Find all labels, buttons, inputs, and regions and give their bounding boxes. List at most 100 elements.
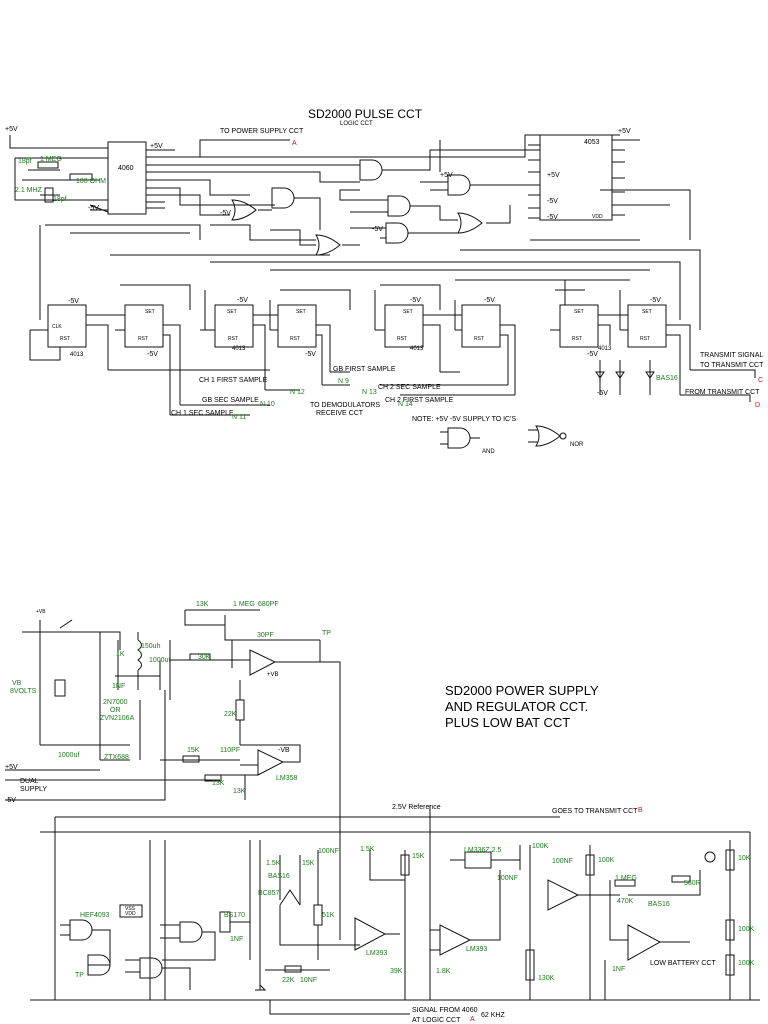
c1000uf-b-label: 1000uf	[58, 752, 80, 759]
r1meg-top: 1 MEG	[233, 601, 255, 608]
zener-label: ZTX688	[104, 754, 129, 761]
r22k-label: 22K	[224, 711, 237, 718]
dual-label: DUAL	[20, 778, 39, 785]
r13k-top: 13K	[196, 601, 209, 608]
ff8-rst: RST	[640, 336, 650, 342]
ff1-vminus: -5V	[68, 298, 79, 305]
power-circuit-wiring	[5, 610, 760, 1014]
plus5-supply: +5V	[5, 764, 18, 771]
v-minus5-4060: -5V	[88, 205, 99, 212]
r15k-label: 15K	[187, 747, 200, 754]
goes-to-transmit: GOES TO TRANSMIT CCT	[552, 808, 638, 815]
ff1-clk: CLK	[52, 324, 62, 330]
r1meg-label: 1 MEG	[40, 156, 62, 163]
r560r-label: 560R	[684, 880, 701, 887]
legend-and: AND	[482, 449, 495, 455]
lm336-label: LM336Z 2.5	[464, 847, 502, 854]
v-plus5-gate: +5V	[440, 172, 453, 179]
r10k-label: 10K	[738, 855, 751, 862]
lm358-label: LM358	[276, 775, 298, 782]
ff5-vminus: -5V	[410, 297, 421, 304]
ff5-rst: RST	[397, 336, 407, 342]
bc857-label: BC857	[258, 890, 280, 897]
n11-label: N 11	[232, 414, 247, 421]
receive-cct-label: RECEIVE CCT	[316, 410, 364, 417]
minus-vb-label: -VB	[278, 747, 290, 754]
label-a-bottom: A	[470, 1016, 475, 1023]
n13-label: N 13	[362, 389, 377, 396]
ic-4060-label: 4060	[118, 165, 134, 172]
ff5-4013: 4013	[410, 346, 424, 352]
v-plus5-4053-b: +5V	[547, 172, 560, 179]
pulse-circuit-wiring	[10, 135, 755, 448]
legend-nor: NOR	[570, 442, 584, 448]
c10nf-label: 10NF	[300, 977, 318, 984]
minus5-supply: -5V	[5, 797, 16, 804]
plus-vb-opamp: +VB	[267, 672, 279, 678]
r1k-label: 1K	[116, 651, 125, 658]
ch1-sec-sample: CH 1 SEC SAMPLE	[171, 410, 234, 417]
to-demod-label: TO DEMODULATORS	[310, 402, 381, 409]
v-minus5-gate: -5V	[220, 210, 231, 217]
transmit-signal-label: TRANSMIT SIGNAL	[700, 352, 764, 359]
vdd-label: VDD	[592, 214, 603, 220]
r13k-b-label: 13K	[212, 780, 225, 787]
power-title-line3: PLUS LOW BAT CCT	[445, 715, 571, 730]
supply-label: SUPPLY	[20, 786, 48, 793]
label-a-top: A	[292, 140, 297, 147]
r1meg-b-label: 1 MEG	[615, 875, 637, 882]
label-d: D	[755, 402, 761, 409]
ff2-vminus: -5V	[147, 351, 158, 358]
c100nf-b-label: 100NF	[497, 875, 519, 882]
xtal-label: 2.1 MHZ	[15, 187, 42, 194]
ff3-4013: 4013	[232, 346, 246, 352]
ff2-rst: RST	[138, 336, 148, 342]
ff4-set: SET	[296, 309, 306, 315]
v-minus5-gate-b: -5V	[372, 226, 383, 233]
r100-label: 100 OHM	[76, 178, 106, 185]
r51k-label: 51K	[322, 912, 335, 919]
label-b: B	[638, 807, 643, 814]
ch2-sec-sample: CH 2 SEC SAMPLE	[378, 384, 441, 391]
r15k3-label: 1.5K	[360, 846, 375, 853]
ff2-set: SET	[145, 309, 155, 315]
lm393-label: LM393	[366, 950, 388, 957]
bs170-label: BS170	[224, 912, 246, 919]
ff4-rst: RST	[290, 336, 300, 342]
c1000uf-label: 1000uf	[149, 657, 171, 664]
r100k-c-label: 100K	[738, 926, 755, 933]
bas16-pulse: BAS16	[656, 375, 678, 382]
l150uh-label: 150uh	[141, 643, 161, 650]
n12-label: N 12	[290, 389, 305, 396]
r100k-b-label: 100K	[598, 857, 615, 864]
ff8-set: SET	[642, 309, 652, 315]
r100k-d-label: 100K	[738, 960, 755, 967]
ref-label: 2.5V Reference	[392, 804, 441, 811]
c110pf-label: 110PF	[220, 747, 241, 754]
vb-label: VB	[12, 680, 22, 687]
r15k-r-label: 1.5K	[266, 860, 281, 867]
c100nf-label: 100NF	[318, 848, 340, 855]
ff8-vminus: -5V	[650, 297, 661, 304]
c18pf-label: 18pf	[18, 158, 32, 165]
ff3-vminus: -5V	[237, 297, 248, 304]
from-transmit-label: FROM TRANSMIT CCT	[685, 389, 760, 396]
r39k-label: 39K	[390, 968, 403, 975]
volts-label: 8VOLTS	[10, 688, 37, 695]
r22k-b-label: 22K	[282, 977, 295, 984]
ic-4053-label: 4053	[584, 139, 600, 146]
q1-label: 2N7000	[103, 699, 128, 706]
tp-low-label: TP	[75, 972, 84, 979]
r15k2-label: 15K	[302, 860, 315, 867]
pulse-title: SD2000 PULSE CCT	[308, 107, 423, 121]
gb-sec-sample: GB SEC SAMPLE	[202, 397, 259, 404]
ff7-vminus: -5V	[587, 351, 598, 358]
v-plus5-4060: +5V	[150, 143, 163, 150]
supply-note: NOTE: +5V -5V SUPPLY TO IC'S	[412, 416, 517, 423]
c1nf-c-label: 1NF	[612, 966, 626, 973]
ff3-rst: RST	[228, 336, 238, 342]
ff6-rst: RST	[474, 336, 484, 342]
ff1-rst: RST	[60, 336, 70, 342]
tp-label: TP	[322, 630, 331, 637]
